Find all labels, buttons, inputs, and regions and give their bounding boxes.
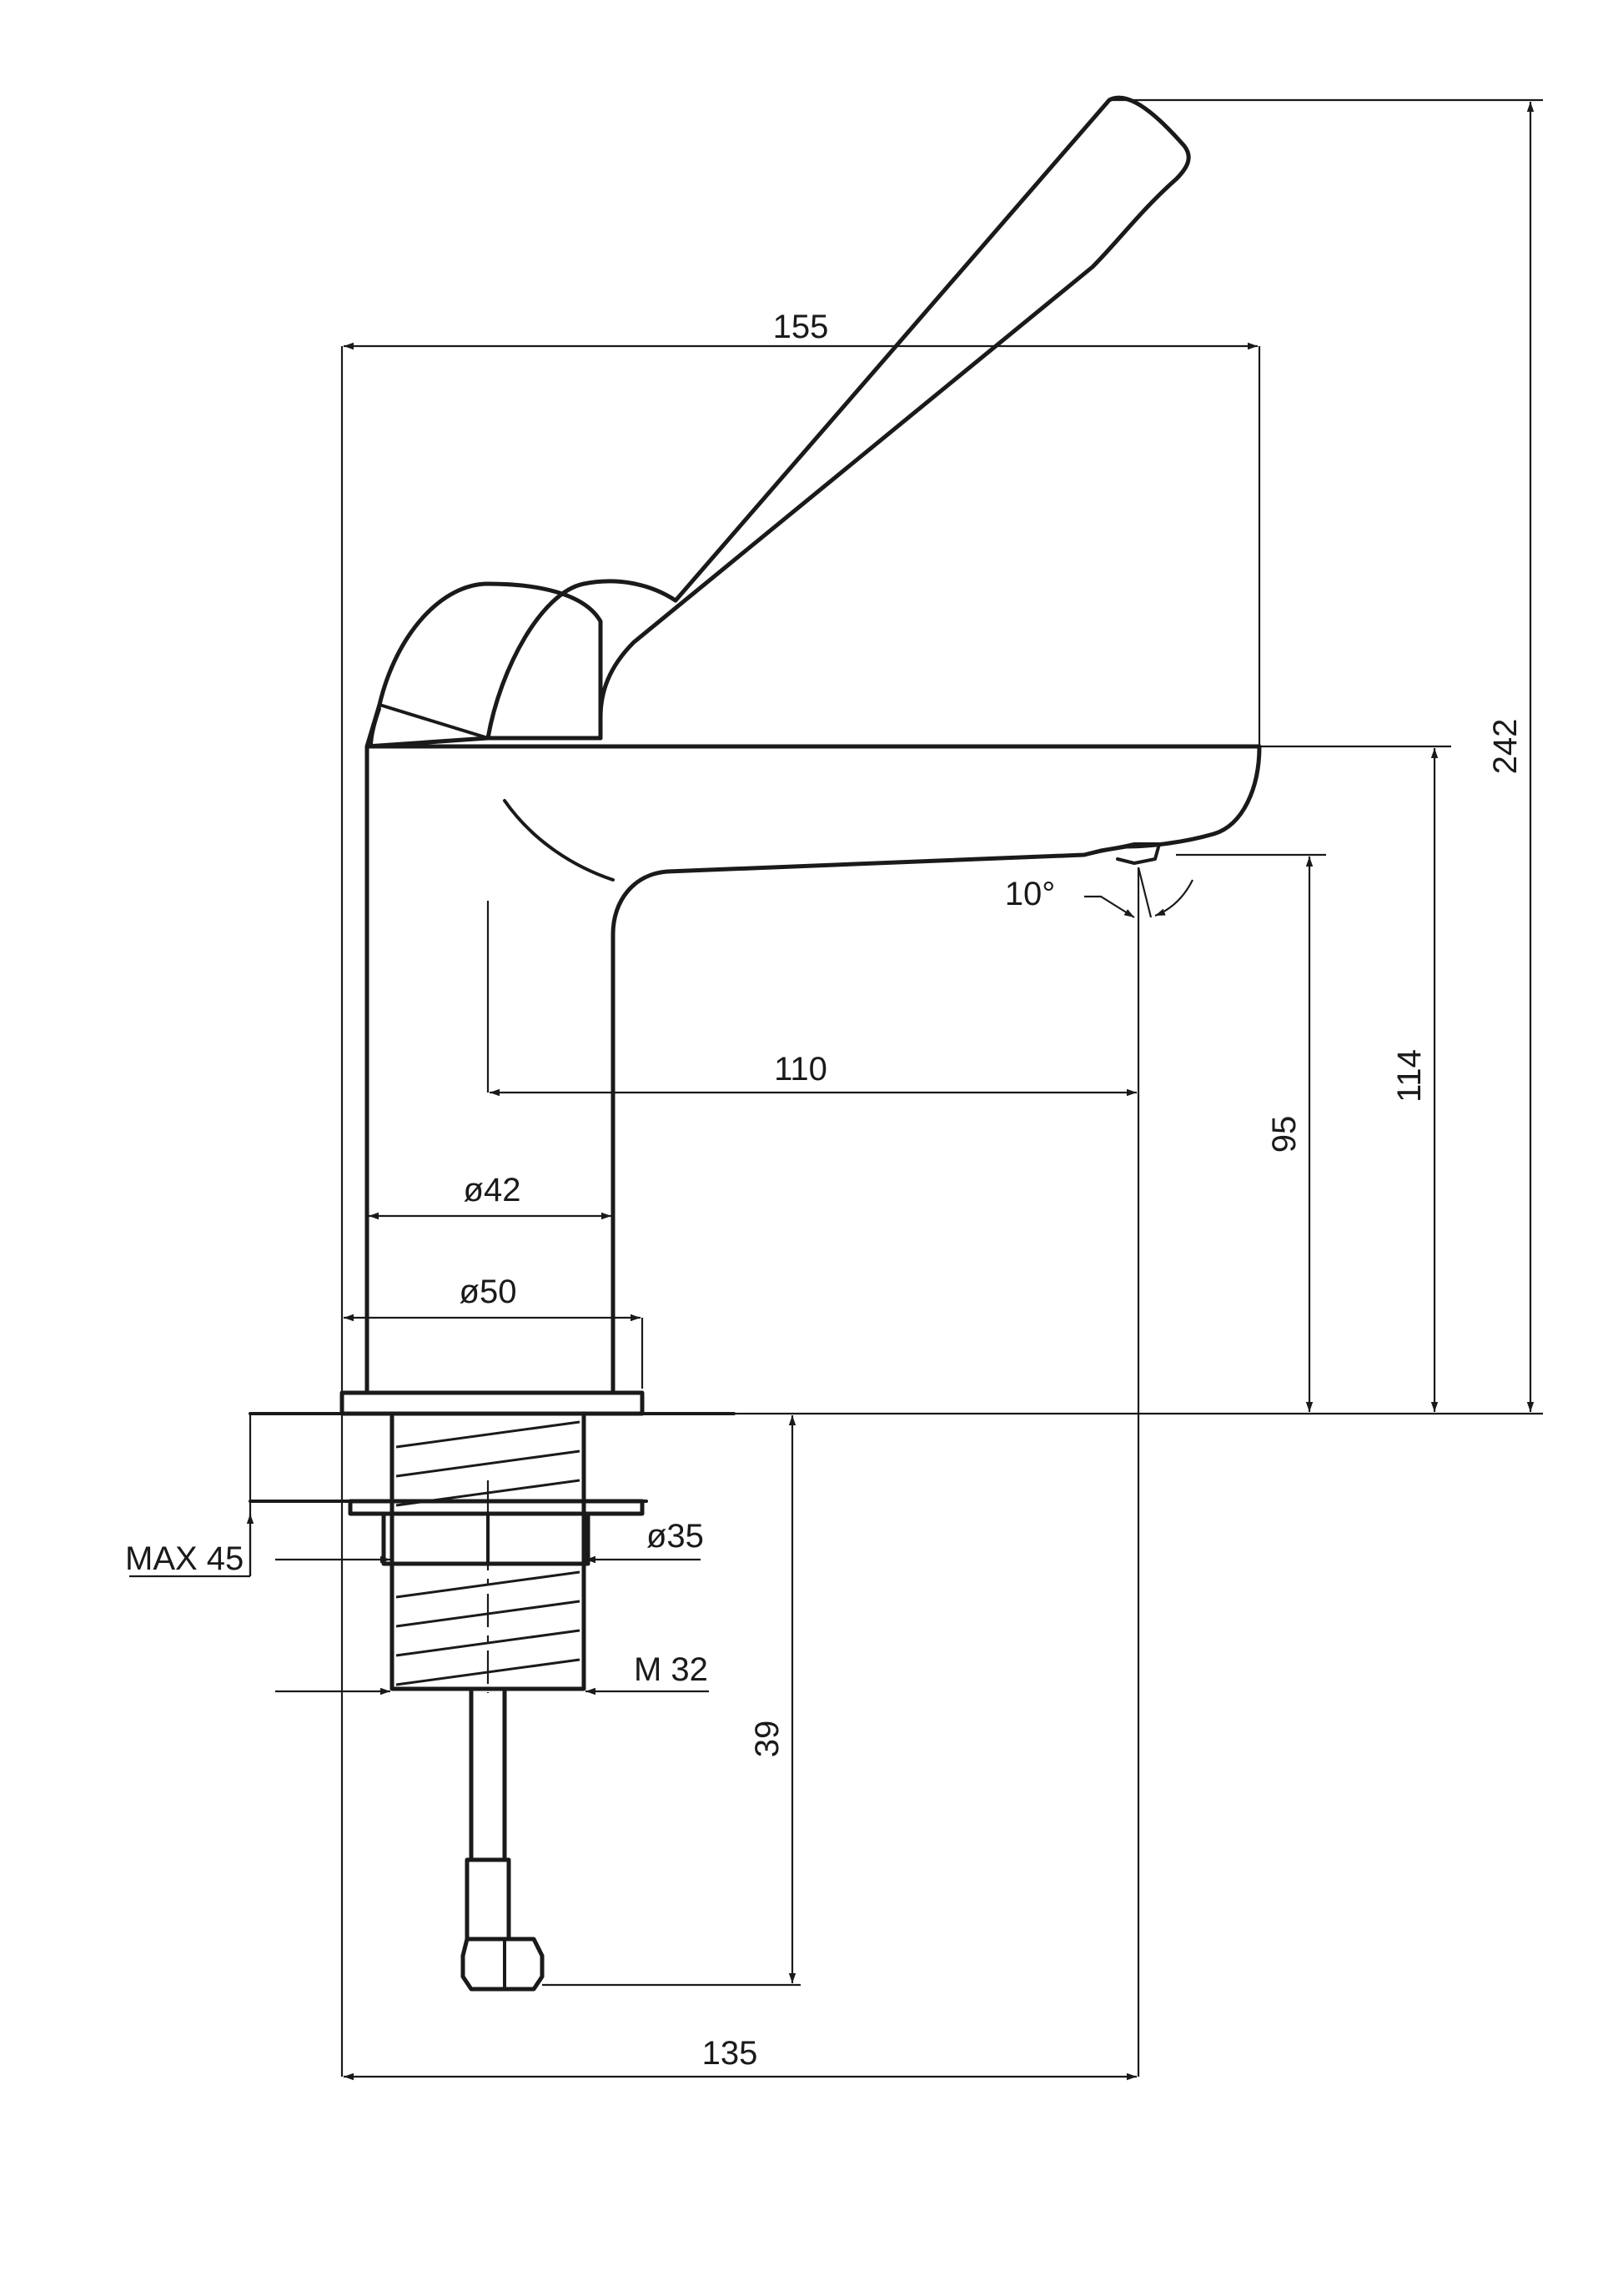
- label-110: 110: [774, 1051, 827, 1088]
- label-angle: 10°: [1005, 876, 1056, 912]
- label-39: 39: [749, 1721, 786, 1758]
- label-dia50: ø50: [460, 1274, 517, 1310]
- base-flange: [339, 1390, 645, 1416]
- label-dia42: ø42: [464, 1172, 521, 1208]
- label-m32: M 32: [634, 1651, 708, 1688]
- label-114: 114: [1391, 1049, 1428, 1103]
- threaded-shank: [389, 1411, 586, 1691]
- mounting-assembly: [249, 1411, 736, 1992]
- dimension-labels: 155 242 114 95 10° 110 ø42 ø50 ø35 MAX 4…: [125, 309, 1524, 2072]
- label-95: 95: [1266, 1116, 1303, 1153]
- handle-hub: [364, 581, 603, 749]
- supply-hose: [469, 1686, 507, 1862]
- hub-lower-cap: [369, 703, 490, 748]
- label-max45: MAX 45: [125, 1540, 244, 1577]
- hose-crimp: [465, 1857, 511, 1942]
- label-155: 155: [773, 309, 829, 345]
- label-135: 135: [702, 2035, 758, 2072]
- mounting-nut: [381, 1511, 590, 1566]
- label-dia35: ø35: [646, 1518, 704, 1555]
- angle-arc-right: [1154, 879, 1193, 917]
- spout-inner-curve: [503, 799, 615, 882]
- aerator: [1083, 842, 1161, 865]
- faucet-outline: [339, 95, 1262, 1416]
- dimension-lines: [129, 98, 1543, 2081]
- lever-handle: [485, 95, 1191, 741]
- label-242: 242: [1487, 719, 1524, 775]
- hose-nut: [460, 1937, 545, 1992]
- angle-arc-left: [1084, 895, 1135, 918]
